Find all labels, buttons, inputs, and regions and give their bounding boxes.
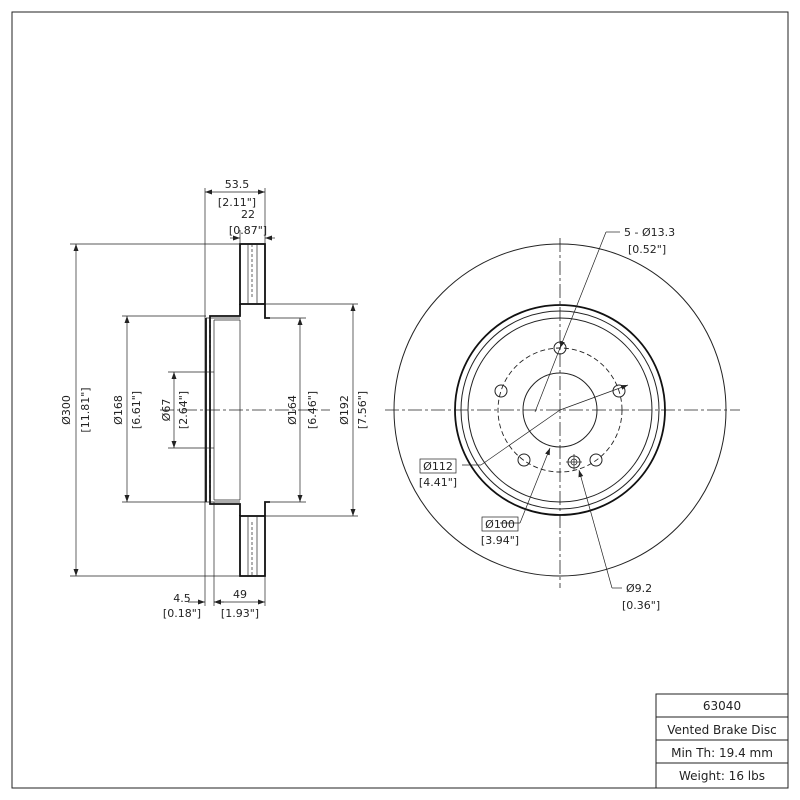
- disc-outer-edge: [393, 243, 727, 577]
- title-block: 63040 Vented Brake Disc Min Th: 19.4 mm …: [655, 693, 789, 789]
- bolt-holes-in: [0.52"]: [628, 243, 666, 256]
- hat-outer-edge: [460, 310, 660, 510]
- friction-inner-diameter-in: [7.56"]: [356, 391, 369, 429]
- bolt-circle-in: [3.94"]: [481, 534, 519, 547]
- bolt-circle-outer-in: [4.41"]: [419, 476, 457, 489]
- friction-ring-top: [239, 243, 266, 305]
- bolt-circle-outer-mm: Ø112: [423, 460, 453, 473]
- hat-outer-diameter-in: [6.61"]: [130, 391, 143, 429]
- part-description: Vented Brake Disc: [667, 723, 776, 737]
- bolt-holes-mm: 5 - Ø13.3: [624, 226, 675, 239]
- center-bore: [522, 372, 598, 448]
- bolt-hole-3: [589, 453, 603, 467]
- outer-diameter-mm: Ø300: [60, 395, 73, 425]
- hat-thickness-in: [0.87"]: [229, 224, 267, 237]
- hub-face-thickness-in: [0.18"]: [163, 607, 201, 620]
- part-number: 63040: [703, 699, 741, 713]
- locator-hole: [566, 454, 582, 470]
- weight: Weight: 16 lbs: [679, 769, 765, 783]
- bolt-circle-outer-box: [419, 458, 457, 474]
- locator-hole-in: [0.36"]: [622, 599, 660, 612]
- hat-depth-mm: 49: [233, 588, 247, 601]
- bolt-hole-5: [494, 384, 508, 398]
- side-extension-lines: [70, 188, 358, 606]
- overall-width-in: [2.11"]: [218, 196, 256, 209]
- hub-face-thickness-mm: 4.5: [173, 592, 191, 605]
- drawing-frame: [11, 11, 789, 789]
- center-bore-mm: Ø67: [160, 399, 173, 422]
- hat-outer-diameter-mm: Ø168: [112, 395, 125, 425]
- friction-inner-edge: [454, 304, 666, 516]
- friction-ring-bottom: [239, 515, 266, 577]
- hat-inner-diameter-mm: Ø164: [286, 395, 299, 425]
- front-view: 5 - Ø13.3 [0.52"] Ø112 [4.41"] Ø100 [3.9…: [385, 226, 740, 612]
- front-leaders: [462, 231, 629, 589]
- hat-depth-in: [1.93"]: [221, 607, 259, 620]
- side-dimension-lines: [73, 189, 356, 605]
- hat-inner-diameter-in: [6.46"]: [306, 391, 319, 429]
- bolt-circle-mm: Ø100: [485, 518, 515, 531]
- hat-thickness-mm: 22: [241, 208, 255, 221]
- locator-hole-mm: Ø9.2: [626, 582, 652, 595]
- min-thickness: Min Th: 19.4 mm: [671, 746, 773, 760]
- overall-width-mm: 53.5: [225, 178, 250, 191]
- bolt-hole-2: [612, 384, 626, 398]
- bolt-hole-4: [517, 453, 531, 467]
- friction-inner-diameter-mm: Ø192: [338, 395, 351, 425]
- bolt-circle-box: [481, 516, 519, 532]
- center-bore-in: [2.64"]: [177, 391, 190, 429]
- bolt-holes: [494, 341, 626, 467]
- hat-section: [205, 304, 270, 516]
- side-view: 53.5 [2.11"] 22 [0.87"] Ø300 [11.81"] Ø1…: [60, 178, 369, 620]
- outer-diameter-in: [11.81"]: [79, 387, 92, 432]
- hat-inner-edge: [467, 317, 653, 503]
